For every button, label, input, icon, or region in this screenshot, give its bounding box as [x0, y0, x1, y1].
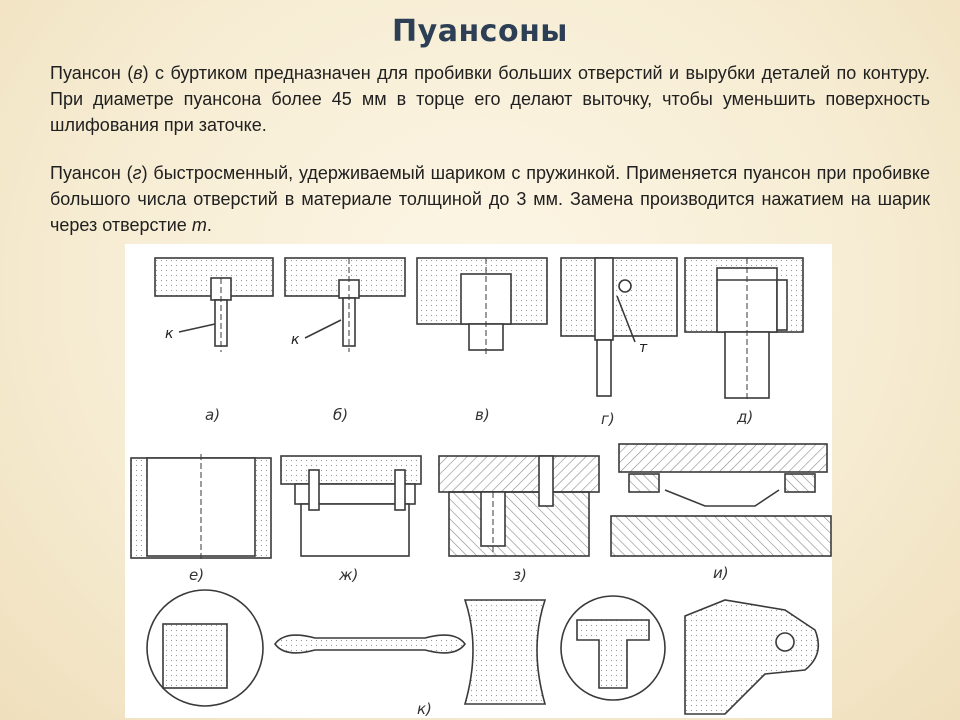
label-b: б): [333, 406, 348, 424]
marker-t: т: [639, 340, 648, 356]
label-zh: ж): [338, 566, 358, 584]
p2-letter-g: г: [132, 163, 142, 183]
label-e: е): [189, 566, 204, 584]
drawing-zh: [280, 455, 422, 557]
p2-text-after: .: [206, 215, 212, 235]
marker-k-a: к: [165, 326, 174, 342]
paragraph-punch-with-collar: Пуансон (в) с буртиком предназначен для …: [50, 60, 930, 138]
p2-letter-t: т: [191, 215, 207, 235]
marker-k-b: к: [291, 332, 300, 348]
label-k: к): [417, 700, 432, 718]
p1-text-after: ) с буртиком предназначен для пробивки б…: [50, 63, 930, 135]
drawing-z: [438, 455, 600, 557]
drawing-g: [560, 257, 678, 397]
drawing-k-lever: [684, 599, 820, 715]
drawing-v: [416, 257, 548, 356]
label-g: г): [601, 410, 615, 428]
drawing-d: [684, 257, 804, 402]
label-a: а): [205, 406, 220, 424]
p1-text-before: Пуансон (: [50, 63, 134, 83]
page-title: Пуансоны: [392, 14, 568, 49]
punch-drawings-svg: а) б) в) г) д) е) ж) з) и) к) к к т: [130, 257, 832, 718]
drawing-k-slot: [274, 634, 466, 654]
p2-text-before: Пуансон (: [50, 163, 133, 183]
drawing-k-t-shape: [560, 595, 666, 701]
p2-text-middle: ) быстросменный, удерживаемый шариком с …: [50, 163, 930, 235]
drawing-k-concave: [463, 599, 547, 705]
p1-letter-v: в: [133, 63, 143, 83]
paragraph-quick-change-punch: Пуансон (г) быстросменный, удерживаемый …: [50, 160, 930, 238]
label-v: в): [475, 406, 490, 424]
drawing-e: [130, 454, 272, 560]
label-d: д): [736, 408, 753, 426]
label-i: и): [713, 564, 729, 582]
drawing-a: [154, 257, 274, 352]
punch-drawings-figure: а) б) в) г) д) е) ж) з) и) к) к к т: [125, 244, 832, 718]
drawing-i: [610, 443, 832, 557]
drawing-k-square: [146, 589, 264, 707]
label-z: з): [513, 566, 527, 584]
drawing-b: [284, 257, 406, 352]
